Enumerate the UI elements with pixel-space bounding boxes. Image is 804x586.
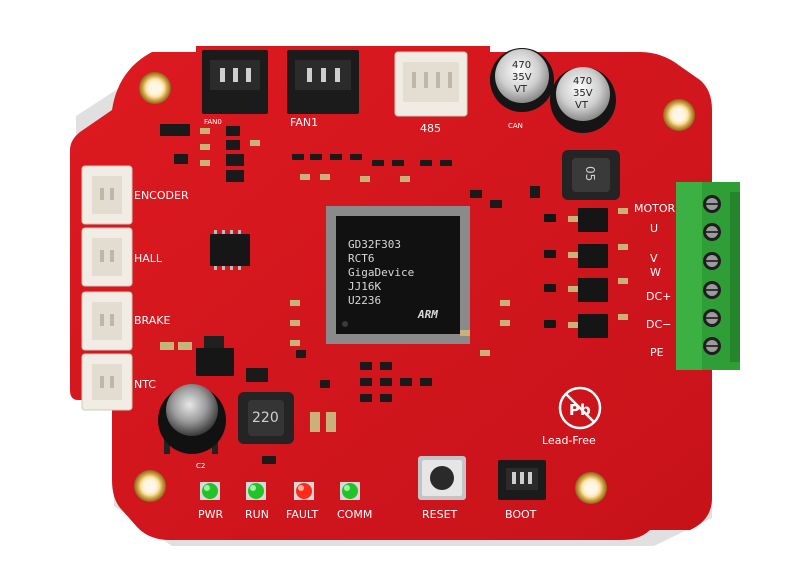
brake-connector [81,291,133,351]
inductor-bottom: 220 [238,392,294,444]
motor-label: MOTOR [634,202,676,215]
hall-label: HALL [134,252,163,265]
mcu-chip: GD32F303 RCT6 GigaDevice JJ16K U2236 ARM [326,206,470,344]
fault-label: FAULT [286,508,319,521]
svg-text:Pb: Pb [569,401,591,419]
svg-text:35V: 35V [512,72,532,83]
phase-u-label: U [650,222,658,235]
led-pwr [200,482,220,500]
svg-text:470: 470 [573,76,592,87]
svg-text:VT: VT [514,84,528,95]
boot-label: BOOT [505,508,537,521]
boot-jumper [498,460,546,500]
motor-terminal-block [676,182,740,370]
encoder-label: ENCODER [134,189,189,202]
smd-components-center [290,154,540,402]
pwr-label: PWR [198,508,224,521]
hall-connector [81,227,133,287]
brake-label: BRAKE [134,314,170,327]
mcu-line4: JJ16K [348,280,381,293]
terminal-screw-u [703,195,721,213]
mounting-hole-bottom-left [134,470,166,502]
run-label: RUN [245,508,269,521]
c2-label: C2 [196,462,205,470]
fan1-connector [287,50,359,114]
rs485-connector [394,51,468,117]
voltage-regulator [160,336,268,382]
svg-text:220: 220 [252,410,279,426]
mounting-hole-top-right [663,99,695,131]
svg-text:VT: VT [575,100,589,111]
mcu-line2: RCT6 [348,252,375,265]
terminal-screw-pe [703,337,721,355]
phase-v-label: V [650,252,658,265]
mounting-hole-top-left [139,72,171,104]
terminal-screw-w [703,252,721,270]
mosfet-array [544,208,628,338]
rs485-label: 485 [420,122,441,135]
svg-text:470: 470 [512,60,531,71]
led-fault [294,482,314,500]
reset-button [418,456,466,500]
smd-components-top-left [160,124,260,182]
capacitor-470uf-2: 470 35V VT [550,67,616,133]
ic-u3 [210,230,250,270]
pe-label: PE [650,346,664,359]
encoder-connector [81,165,133,225]
lead-free-label: Lead-Free [542,434,596,447]
mounting-hole-bottom-right [575,472,607,504]
phase-w-label: W [650,266,661,279]
fan1-label: FAN1 [290,116,318,129]
inductor-top: 05 [562,150,620,200]
reset-label: RESET [422,508,458,521]
ntc-small-label: NTC [92,417,106,425]
terminal-screw-dc-plus [703,281,721,299]
mcu-brand: ARM [417,308,438,321]
dc-plus-label: DC+ [646,290,671,303]
can-label: CAN [508,122,523,130]
lead-free-logo: Pb [558,386,602,430]
ntc-connector [81,353,133,411]
terminal-screw-v [703,223,721,241]
svg-text:35V: 35V [573,88,593,99]
smd-components-bottom [262,412,336,464]
led-run [246,482,266,500]
dc-minus-label: DC− [646,318,671,331]
fan0-label: FAN0 [204,118,222,126]
comm-label: COMM [337,508,372,521]
led-comm [340,482,360,500]
fan0-connector [202,50,268,114]
capacitor-bulk [158,384,226,454]
ntc-label: NTC [134,378,156,391]
terminal-screw-dc-minus [703,309,721,327]
capacitor-470uf-1: 470 35V VT [490,48,554,112]
mcu-line1: GD32F303 [348,238,401,251]
mcu-line5: U2236 [348,294,381,307]
mcu-line3: GigaDevice [348,266,414,279]
svg-text:05: 05 [583,166,597,181]
